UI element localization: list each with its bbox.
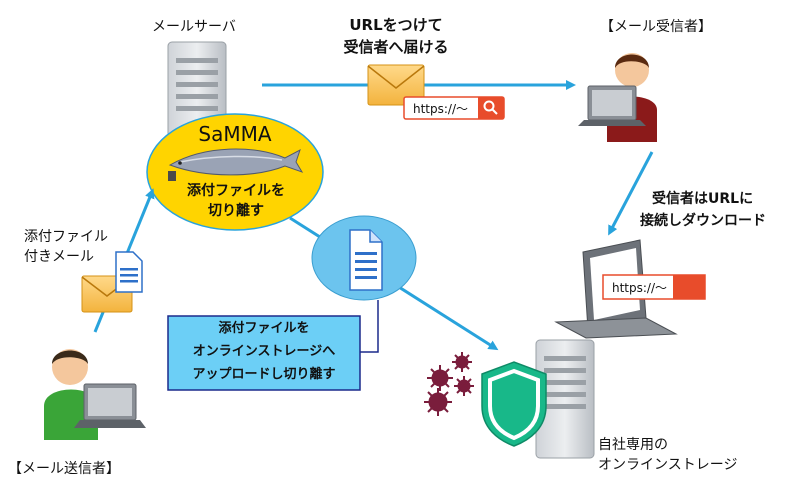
sender-person-icon (44, 349, 146, 440)
shield-icon (481, 361, 547, 447)
deliver-url-line2: 受信者へ届ける (343, 38, 449, 56)
attached-mail-icon (81, 251, 143, 313)
receiver-label: 【メール受信者】 (600, 19, 712, 35)
upload-line1: 添付ファイルを (218, 321, 310, 336)
separate-line2: 切り離す (208, 203, 264, 219)
upload-callout-box (167, 315, 361, 391)
envelope-icon (367, 64, 425, 106)
deliver-url-line1: URLをつけて (349, 16, 443, 34)
receiver-connect-line1: 受信者はURLに (652, 191, 754, 207)
samma-label: SaMMA (198, 122, 272, 146)
virus-icon (424, 352, 474, 416)
arrow-to-laptop (608, 151, 654, 236)
attached-mail-line1: 添付ファイル (24, 229, 108, 245)
receiver-person-icon (578, 53, 657, 142)
upload-line3: アップロードし切り離す (192, 367, 336, 382)
laptop-url-box (602, 274, 706, 300)
document-icon (349, 229, 383, 291)
sender-label: 【メール送信者】 (8, 461, 120, 477)
separate-line1: 添付ファイルを (187, 183, 285, 199)
storage-line2: オンラインストレージ (598, 457, 738, 473)
callout-connector (360, 300, 379, 353)
attached-mail-line2: 付きメール (24, 249, 94, 265)
receiver-connect-line2: 接続しダウンロード (640, 213, 766, 229)
search-url-text: https://～ (413, 102, 469, 116)
upload-line2: オンラインストレージへ (192, 344, 336, 359)
laptop-url-text: https://～ (612, 281, 668, 295)
storage-server-icon (535, 339, 595, 459)
mail-server-label: メールサーバ (152, 19, 236, 35)
storage-line1: 自社専用の (598, 437, 668, 453)
fish-icon (168, 148, 304, 181)
search-url-box (403, 96, 505, 120)
